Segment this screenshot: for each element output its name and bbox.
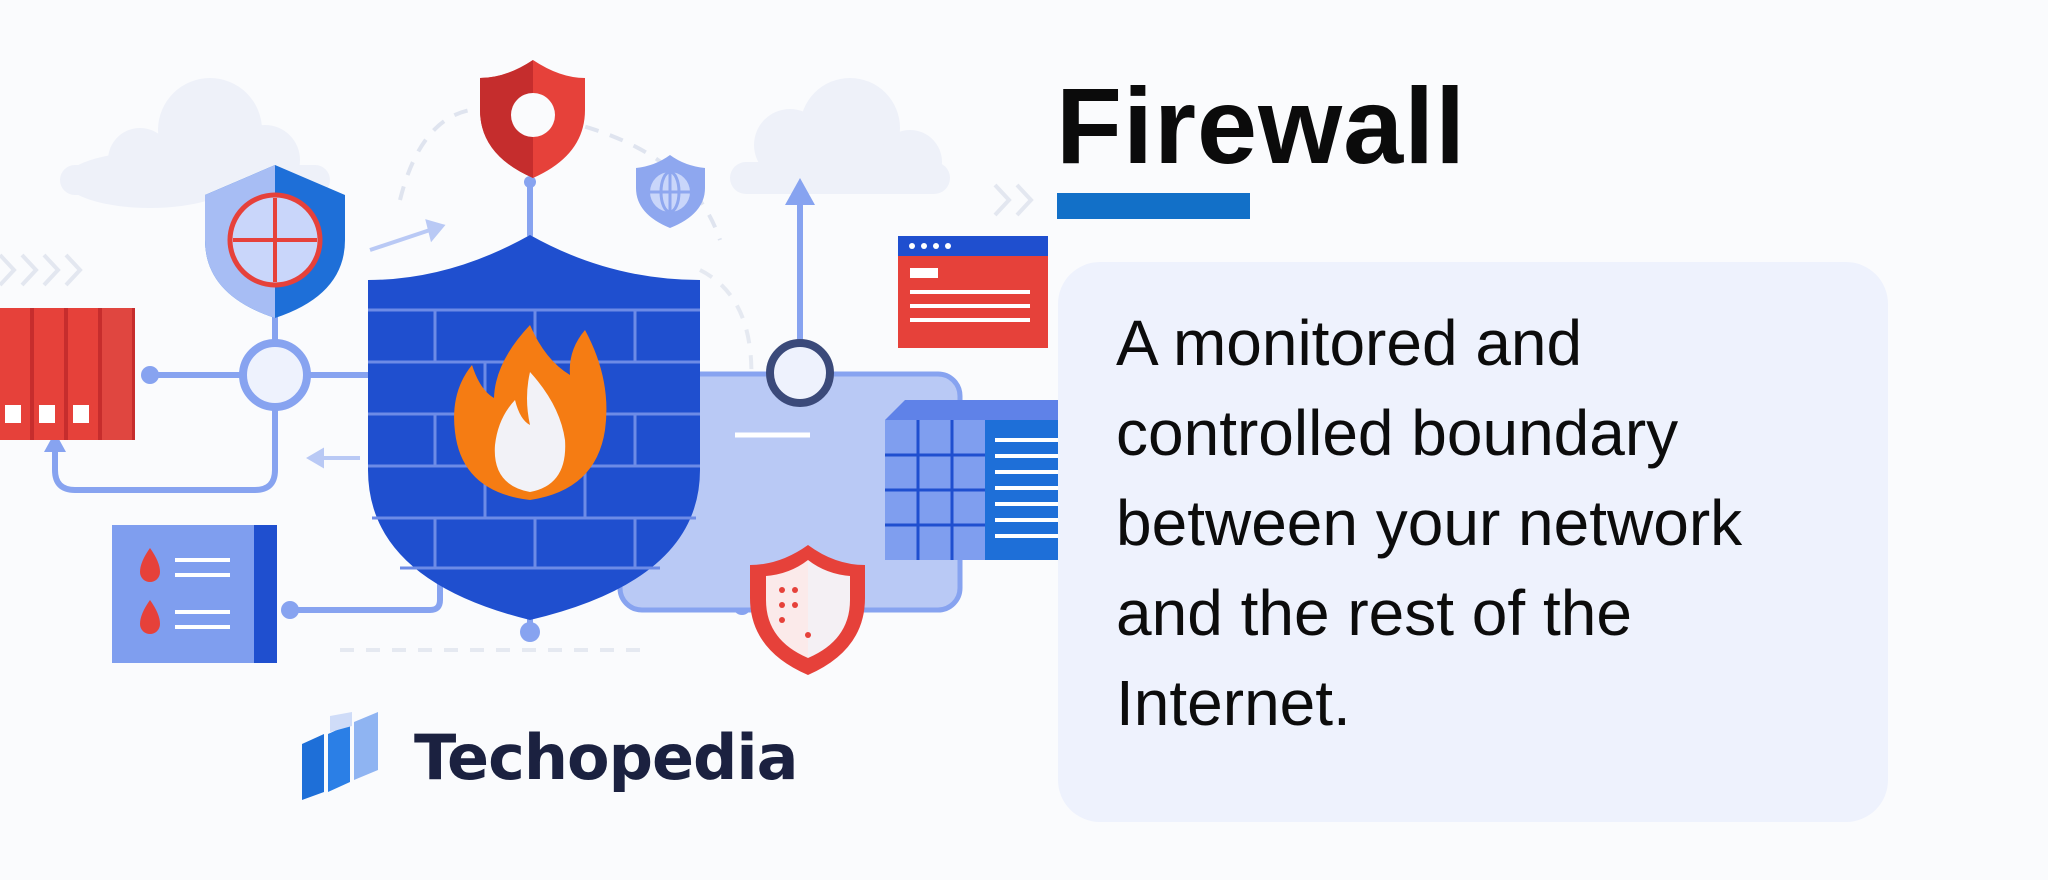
shield-globe-icon [636, 155, 705, 228]
database-icon [885, 400, 1060, 560]
server-rack-icon [0, 308, 135, 440]
network-node [766, 339, 834, 407]
chevron-decor [0, 183, 1034, 287]
page-title: Firewall [1056, 65, 1467, 186]
firewall-illustration [0, 60, 1060, 675]
title-underline [1057, 193, 1250, 219]
arrow-up-icon [785, 178, 815, 205]
flame-icon [454, 325, 607, 500]
browser-window-icon [898, 236, 1048, 348]
shield-lock-icon [480, 60, 585, 178]
arrow-decor [306, 219, 446, 469]
brand-lockup: Techopedia [300, 712, 798, 802]
definition-card: A monitored and controlled boundary betw… [1058, 262, 1888, 822]
document-icon [112, 525, 277, 663]
definition-text: A monitored and controlled boundary betw… [1116, 307, 1743, 739]
shield-crosshair-icon [205, 165, 345, 318]
cloud-icon [730, 78, 950, 194]
arrow-up-icon [44, 432, 66, 452]
shield-alert-icon [750, 545, 865, 675]
network-node [239, 339, 311, 411]
brand-name: Techopedia [414, 720, 798, 794]
techopedia-logo-icon [302, 712, 378, 800]
